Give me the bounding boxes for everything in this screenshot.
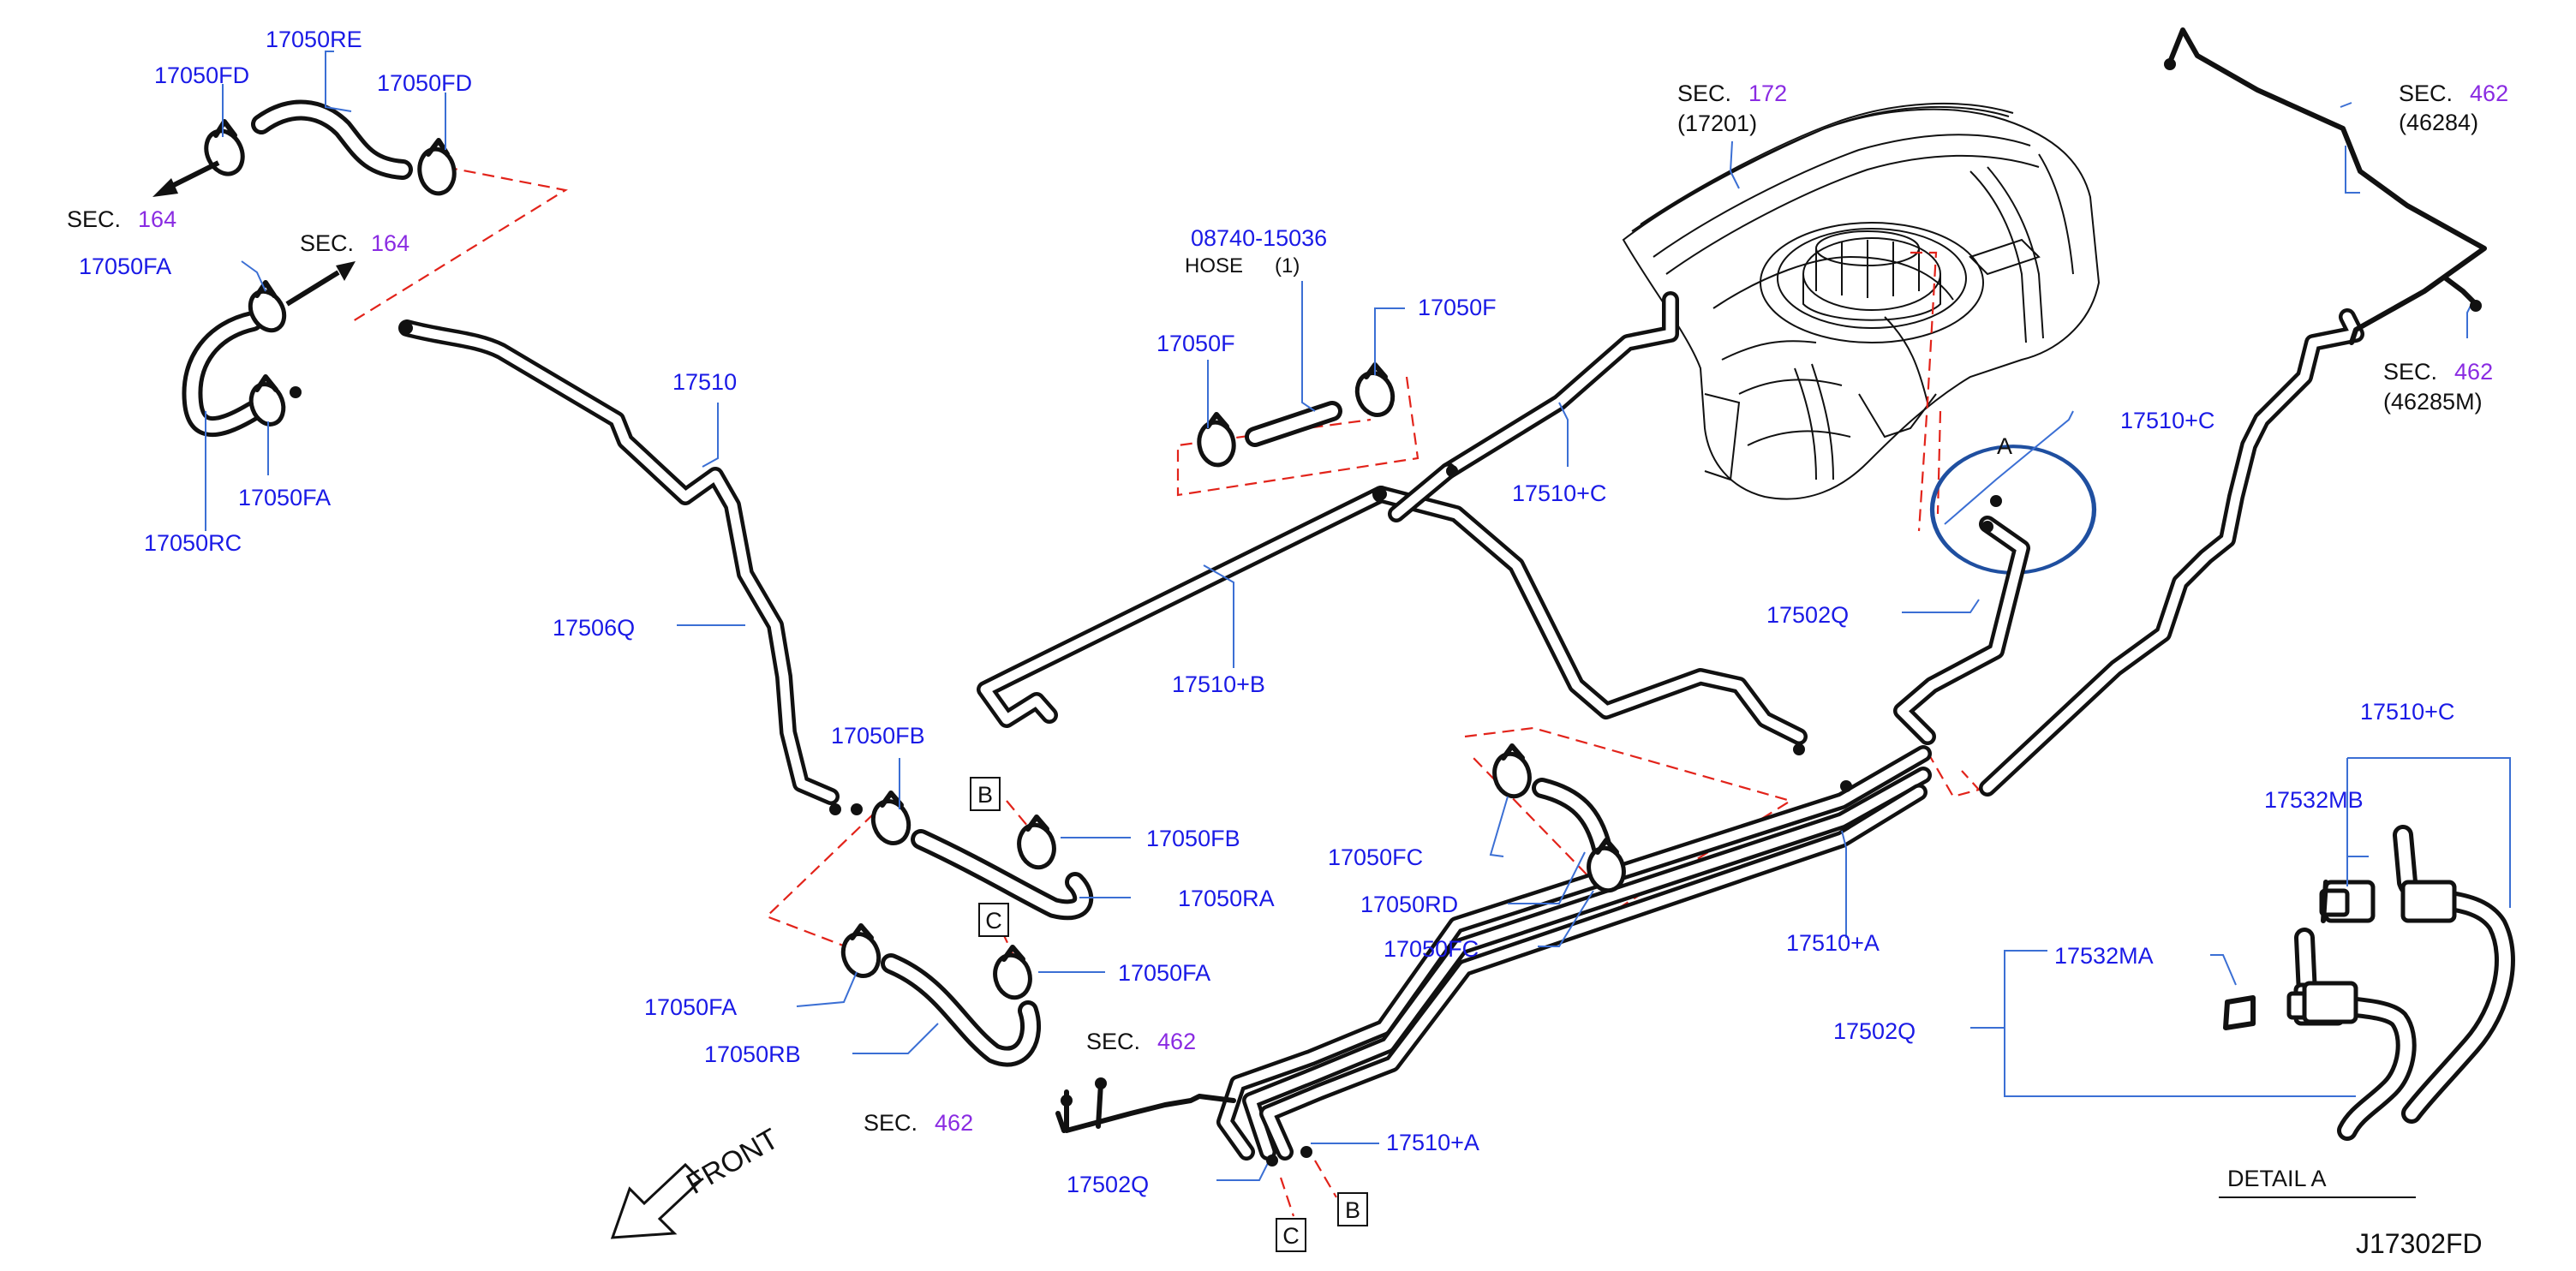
clamp-17050fa-b <box>248 374 286 427</box>
label-08740-15036: 08740-15036 <box>1191 225 1327 251</box>
label-17510c-b: 17510+C <box>2120 408 2214 433</box>
label-17502q-c: 17502Q <box>1067 1172 1149 1197</box>
line-sec462-bottom-b <box>1096 1081 1103 1129</box>
label-17510: 17510 <box>672 369 737 395</box>
svg-text:C: C <box>1282 1223 1300 1249</box>
line-sec462-bottom <box>1064 1089 1236 1133</box>
label-hose-qty: (1) <box>1275 254 1300 277</box>
pipe-right-to-sec462 <box>1979 308 2364 797</box>
label-17050fb-b: 17050FB <box>1146 826 1240 851</box>
label-17050fb-a: 17050FB <box>831 723 925 749</box>
svg-text:B: B <box>1345 1197 1360 1223</box>
pipe-17510 <box>398 319 840 805</box>
sec462-a: SEC.462 <box>2399 81 2508 106</box>
connection-dots <box>290 58 2482 1167</box>
clamp-17050fa-c <box>840 923 882 978</box>
marker-b-1: B <box>970 777 1001 811</box>
clamp-17050fc-b <box>1587 838 1626 893</box>
pipe-17510-c <box>1388 291 1679 522</box>
label-17050fc-a: 17050FC <box>1328 844 1423 870</box>
label-17502q-a: 17502Q <box>1766 602 1849 628</box>
label-17050fa-d: 17050FA <box>644 994 737 1020</box>
label-17532mb: 17532MB <box>2264 787 2364 813</box>
label-17510a-b: 17510+A <box>1386 1130 1479 1155</box>
sec462-c: SEC.462 <box>1086 1029 1196 1054</box>
pipes <box>398 27 2487 1161</box>
label-17050f-b: 17050F <box>1418 295 1497 320</box>
fuel-tank-illustration <box>1622 102 2101 500</box>
section-references: SEC.164 SEC.164 SEC.172 (17201) SEC.462 … <box>67 81 2508 1136</box>
leader-lines <box>205 51 2511 1181</box>
label-17050ra: 17050RA <box>1178 886 1275 911</box>
label-17510c-a: 17510+C <box>1512 480 1606 506</box>
svg-text:B: B <box>977 782 993 808</box>
label-17050fa-b: 17050FA <box>238 485 331 510</box>
marker-a: A <box>1997 433 2012 459</box>
sec462-b-sub: (46285M) <box>2383 389 2483 415</box>
sec164-arrows <box>152 160 356 307</box>
detail-a-label: DETAIL A <box>2227 1166 2327 1191</box>
label-17050f-a: 17050F <box>1157 331 1235 356</box>
front-label: FRONT <box>681 1122 784 1200</box>
label-17050rb: 17050RB <box>704 1041 801 1067</box>
line-sec462-bottom-c <box>1055 1111 1067 1133</box>
label-17050rc: 17050RC <box>144 530 242 556</box>
label-17506q: 17506Q <box>553 615 635 641</box>
label-17510c-c: 17510+C <box>2360 699 2454 725</box>
label-17050fc-b: 17050FC <box>1384 936 1479 962</box>
sec164-b: SEC.164 <box>300 230 409 256</box>
part-labels: 17050RE 17050FD 17050FD 17050FA 17050FA … <box>79 27 2454 1197</box>
label-17050re: 17050RE <box>266 27 362 52</box>
marker-c-1: C <box>978 903 1009 937</box>
label-17532ma: 17532MA <box>2054 943 2154 969</box>
clamp-17050fa-a <box>248 280 287 333</box>
pipe-17502q <box>1893 516 2030 745</box>
label-hose-name: HOSE <box>1185 254 1243 277</box>
label-17510a-a: 17510+A <box>1786 930 1880 956</box>
line-sec462-branch <box>2443 276 2478 307</box>
sec164-a: SEC.164 <box>67 206 176 232</box>
label-17050rd: 17050RD <box>1360 892 1458 917</box>
clamp-17050fb-a <box>870 791 911 845</box>
clamp-17050fb-b <box>1017 815 1056 870</box>
marker-c-2: C <box>1276 1218 1306 1252</box>
clamp-17050fc-a <box>1492 743 1532 799</box>
sec462-d: SEC.462 <box>864 1110 973 1136</box>
sec172-sub: (17201) <box>1677 110 1757 136</box>
label-17050fd-b: 17050FD <box>377 70 472 96</box>
label-17502q-b: 17502Q <box>1833 1018 1916 1044</box>
label-17050fa-c: 17050FA <box>1118 960 1210 986</box>
svg-text:C: C <box>985 908 1002 934</box>
label-17510b: 17510+B <box>1172 671 1265 697</box>
sec462-b: SEC.462 <box>2383 359 2493 385</box>
pipe-17510-b <box>977 486 1808 745</box>
pipe-17510-a-bundle <box>1216 745 1932 1161</box>
label-17050fa-a: 17050FA <box>79 254 171 279</box>
marker-b-2: B <box>1337 1192 1368 1226</box>
clamp-17050fa-d <box>993 945 1032 1000</box>
clamp-17050fd-b <box>417 138 457 196</box>
diagram-id: J17302FD <box>2356 1228 2483 1259</box>
front-arrow-icon <box>610 1162 703 1239</box>
clamps <box>204 119 1626 1000</box>
clamp-17050f-a <box>1197 412 1236 468</box>
sec462-a-sub: (46284) <box>2399 110 2478 135</box>
dashed-reference-lines <box>352 165 1981 1217</box>
sec172: SEC.172 <box>1677 81 1787 106</box>
label-17050fd-a: 17050FD <box>154 63 249 88</box>
line-sec462-top <box>2167 27 2487 345</box>
detail-a-inset <box>2219 825 2515 1198</box>
clamp-17050fd-a <box>204 119 245 176</box>
